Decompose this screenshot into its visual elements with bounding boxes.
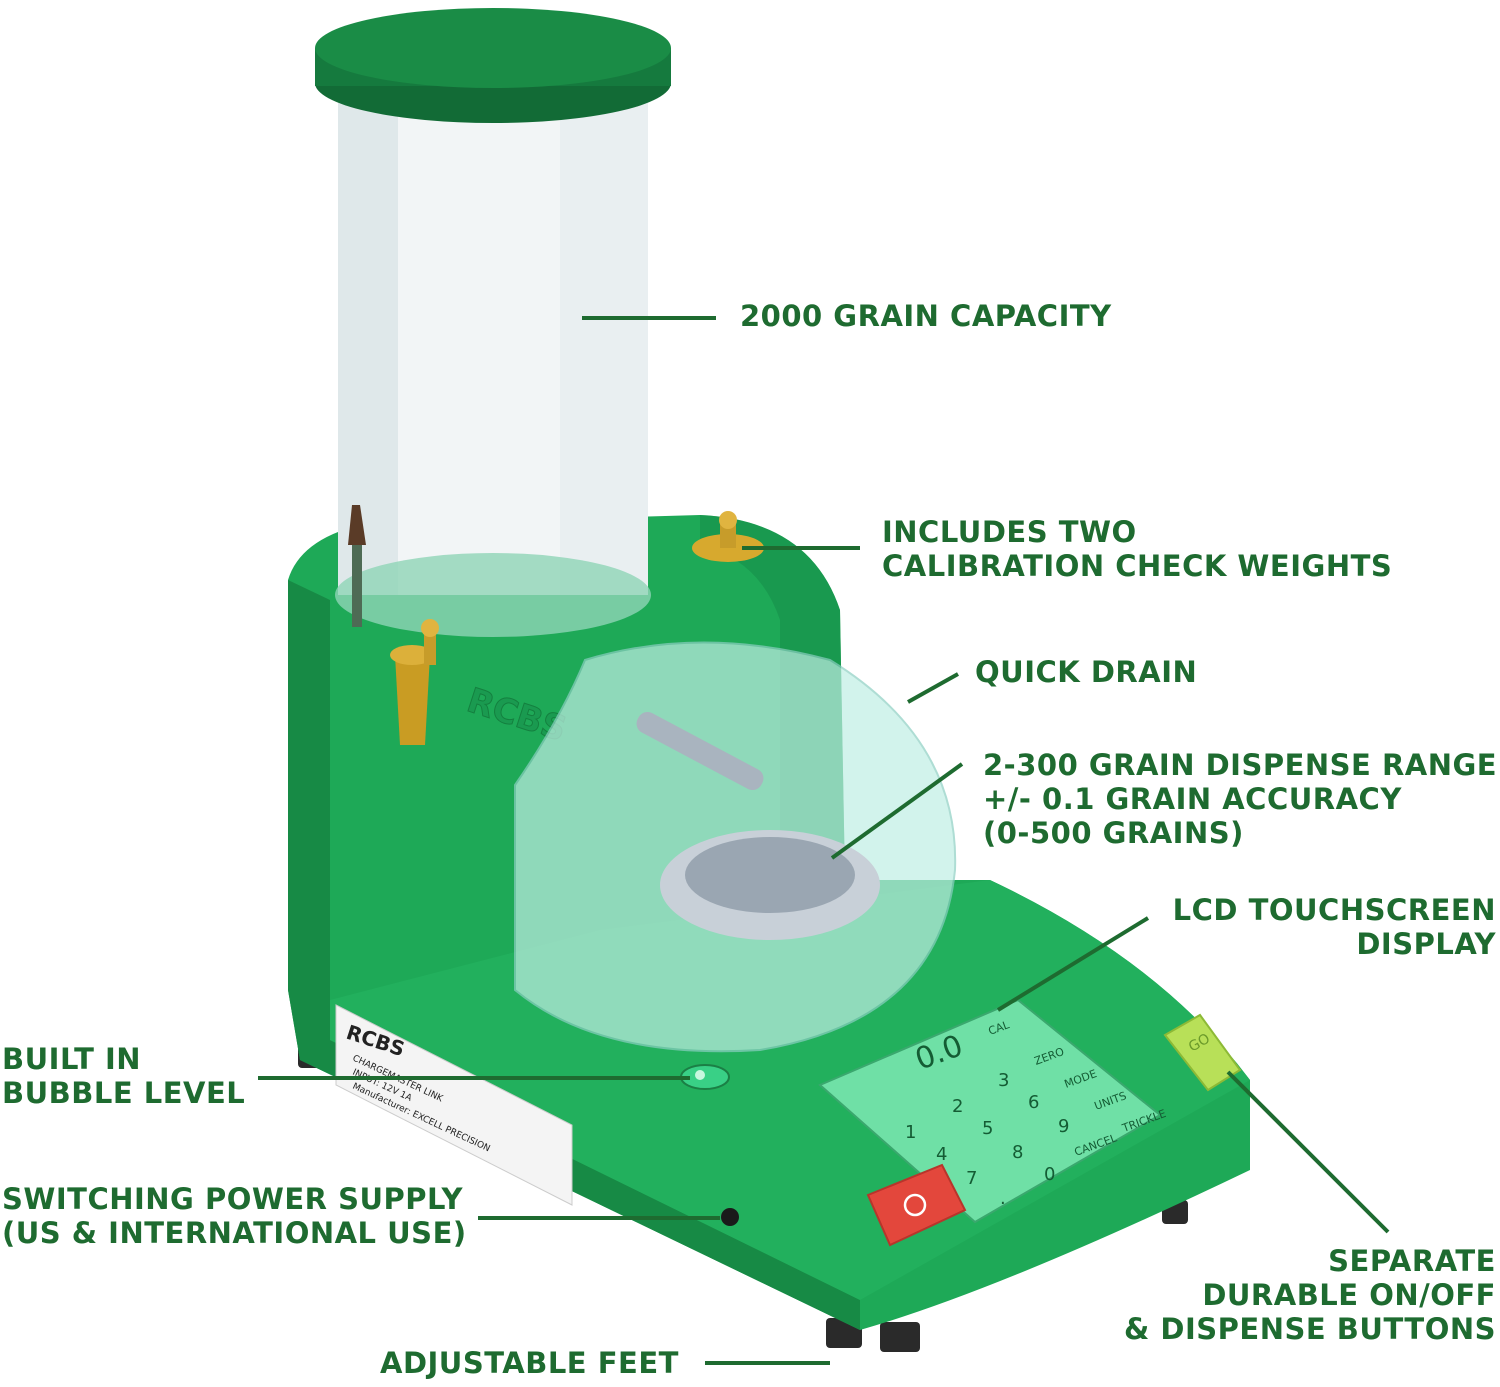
callout-calibration-weights: INCLUDES TWO CALIBRATION CHECK WEIGHTS [882, 515, 1393, 583]
draft-shield [514, 641, 957, 1053]
key-2: 2 [952, 1096, 963, 1117]
power-button [866, 1163, 967, 1247]
power-jack [721, 1208, 739, 1226]
key-5: 5 [982, 1118, 993, 1139]
key-4: 4 [936, 1144, 947, 1165]
callout-dispense-range: 2-300 GRAIN DISPENSE RANGE +/- 0.1 GRAIN… [983, 748, 1498, 850]
key-1: 1 [905, 1122, 916, 1143]
key-3: 3 [998, 1070, 1009, 1091]
callout-quick-drain: QUICK DRAIN [975, 655, 1198, 689]
calibration-weight-front [390, 619, 439, 745]
callout-separate-buttons: SEPARATE DURABLE ON/OFF & DISPENSE BUTTO… [1124, 1244, 1496, 1346]
callout-lcd-display: LCD TOUCHSCREEN DISPLAY [1172, 893, 1496, 961]
key-9: 9 [1058, 1116, 1069, 1137]
key-0: 0 [1044, 1164, 1055, 1185]
key-6: 6 [1028, 1092, 1039, 1113]
cleaning-brush [348, 505, 366, 627]
key-7: 7 [966, 1168, 977, 1189]
callout-grain-capacity: 2000 GRAIN CAPACITY [740, 299, 1112, 333]
callout-leader-lines [258, 316, 1390, 1365]
key-decimal: . [1000, 1188, 1006, 1209]
lcd-touchscreen: 0.0 CAL ZERO MODE UNITS TRICKLE CANCEL 1… [818, 998, 1168, 1224]
powder-hopper [335, 90, 651, 637]
calibration-weight-rear [692, 511, 764, 562]
key-8: 8 [1012, 1142, 1023, 1163]
callout-power-supply: SWITCHING POWER SUPPLY (US & INTERNATION… [2, 1182, 467, 1250]
go-button: GO [1163, 1013, 1242, 1092]
hopper-lid [315, 8, 671, 123]
power-icon [903, 1193, 927, 1217]
callout-adjustable-feet: ADJUSTABLE FEET [380, 1346, 679, 1380]
callout-bubble-level: BUILT IN BUBBLE LEVEL [2, 1042, 246, 1110]
